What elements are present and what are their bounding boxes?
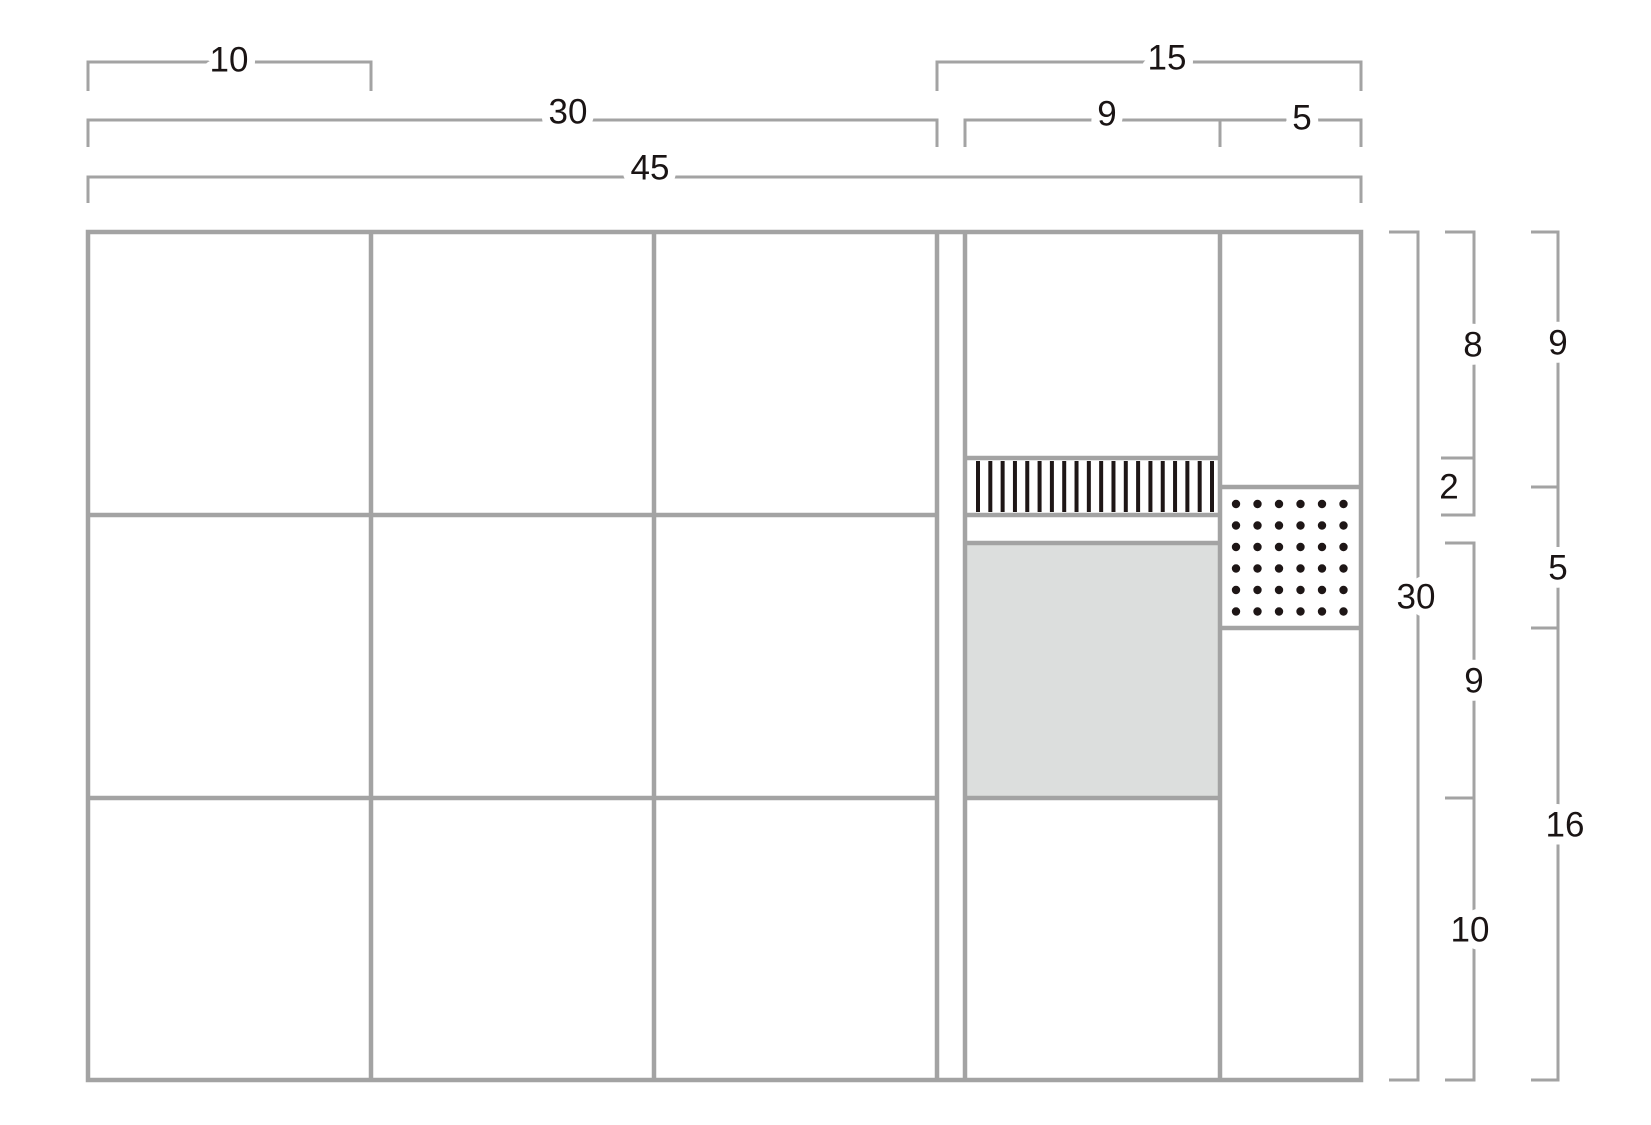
stripe [1111,461,1116,512]
dot [1253,542,1262,552]
dot [1296,585,1305,595]
dot [1274,585,1284,595]
stripe [1210,461,1214,512]
dot [1253,585,1262,595]
dim-label-10: 10 [210,41,249,80]
dim-bracket-total-30 [1389,230,1420,1082]
dim-bracket-16-outer [1531,628,1560,1082]
dot [1231,499,1241,509]
stripe [1000,461,1005,512]
dot [1253,499,1262,509]
dim-label-15: 15 [1148,39,1187,78]
stripe [1185,461,1190,512]
dim-label-16-outer: 16 [1546,806,1585,845]
dot [1317,564,1327,573]
dot [1296,521,1305,530]
dim-bracket-2 [1441,456,1476,517]
stripe [988,461,993,512]
gray-filled-area [965,543,1220,798]
dot [1274,564,1284,573]
dim-bracket-15 [935,60,1363,91]
dim-label-30: 30 [549,93,588,132]
stripe [1086,461,1091,512]
stripe [1049,461,1054,512]
dim-label-8: 8 [1463,326,1482,365]
dot [1339,564,1348,573]
dot [1253,564,1262,573]
dot [1231,542,1241,552]
dim-label-10-inner: 10 [1451,911,1490,950]
dot [1253,521,1262,530]
stripe [1197,461,1202,512]
stripe [1099,461,1104,512]
dot [1274,542,1284,552]
dot [1296,564,1305,573]
dot [1274,607,1284,616]
stripe [976,461,980,512]
dot [1231,564,1241,573]
dim-label-45: 45 [631,149,670,188]
dot [1339,521,1348,530]
dot [1317,585,1327,595]
dim-bracket-45 [86,175,1363,203]
dim-bracket-10-inner [1445,798,1476,1082]
dot [1274,499,1284,509]
outer-border [85,229,1364,1083]
dim-bracket-8 [1445,230,1476,458]
dim-bracket-30 [86,118,939,147]
dim-label-9-outer: 9 [1548,324,1567,363]
dim-label-9-inner: 9 [1464,662,1483,701]
stripe [1123,461,1128,512]
dot [1231,607,1241,616]
dotted-area [1231,499,1348,616]
dot [1231,521,1241,530]
dot [1317,607,1327,616]
dot [1231,585,1241,595]
dim-label-5: 5 [1292,99,1311,138]
dim-label-2: 2 [1439,468,1458,507]
dim-bracket-10 [86,60,373,91]
grid-lines [85,229,1364,1083]
stripe [1074,461,1079,512]
stripe [1148,461,1153,512]
stripe [1173,461,1178,512]
dim-label-5-outer: 5 [1548,549,1567,588]
dot [1339,542,1348,552]
dim-bracket-9-outer [1531,230,1560,489]
dim-bracket-5 [1218,118,1363,147]
dot [1296,542,1305,552]
dot [1317,542,1327,552]
dot [1296,499,1305,509]
dim-label-total-30: 30 [1397,578,1436,617]
stripe [1062,461,1067,512]
dot [1274,521,1284,530]
stripe [1025,461,1030,512]
stripe [1136,461,1141,512]
dot [1317,499,1327,509]
dot [1253,607,1262,616]
dot [1339,607,1348,616]
dot [1317,521,1327,530]
dot [1296,607,1305,616]
dim-bracket-9 [963,118,1222,147]
dot [1339,585,1348,595]
stripe [1160,461,1165,512]
dim-bracket-9-inner [1445,541,1476,800]
dot [1339,499,1348,509]
stripe [1012,461,1017,512]
striped-area [976,461,1214,512]
dim-label-9: 9 [1097,95,1116,134]
stripe [1037,461,1042,512]
